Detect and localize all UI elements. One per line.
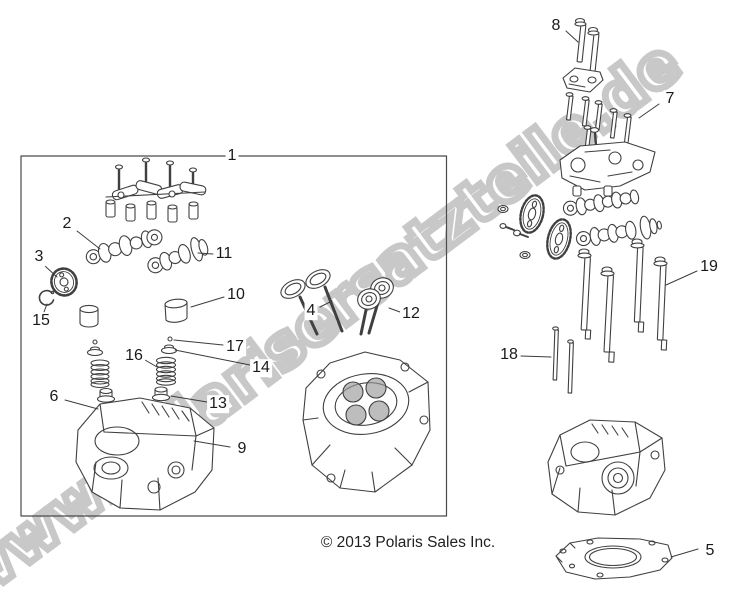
camshafts-pair xyxy=(562,189,662,247)
cylinder-head-chamber-view xyxy=(302,351,431,493)
callout-label-19: 19 xyxy=(698,258,720,276)
carrier-studs xyxy=(565,92,632,154)
cam-carrier-bracket xyxy=(562,67,604,93)
head-bolts-long xyxy=(577,238,668,363)
leader-line-15 xyxy=(43,303,48,313)
callout-label-4: 4 xyxy=(304,302,318,320)
rocker-arm-assembly xyxy=(105,157,207,223)
snap-ring xyxy=(38,289,55,306)
callout-label-13: 13 xyxy=(207,395,229,413)
callout-label-8: 8 xyxy=(549,17,563,35)
leader-line-2 xyxy=(76,230,101,250)
leader-line-4 xyxy=(319,300,333,308)
cylinder-head-bottom-view xyxy=(75,397,215,511)
callout-label-2: 2 xyxy=(60,215,74,233)
callout-label-9: 9 xyxy=(235,440,249,458)
leader-line-14 xyxy=(174,349,251,366)
leader-line-19 xyxy=(665,270,698,286)
leader-line-8 xyxy=(565,30,579,43)
head-studs xyxy=(552,326,574,394)
exhaust-valves xyxy=(357,277,394,336)
callout-label-17: 17 xyxy=(224,338,246,356)
valve-tappets xyxy=(79,298,188,328)
callout-label-5: 5 xyxy=(703,542,717,560)
leader-line-6 xyxy=(64,399,99,410)
callout-label-14: 14 xyxy=(250,359,272,377)
callout-label-18: 18 xyxy=(498,346,520,364)
leader-line-5 xyxy=(670,548,699,558)
leader-line-11 xyxy=(197,252,214,255)
leader-line-9 xyxy=(193,440,231,448)
leader-line-10 xyxy=(190,296,225,308)
callout-label-1: 1 xyxy=(225,147,239,165)
leader-line-18 xyxy=(520,355,552,358)
leader-line-12 xyxy=(388,307,401,313)
callout-label-16: 16 xyxy=(123,347,145,365)
callout-label-3: 3 xyxy=(32,248,46,266)
camshaft-rear xyxy=(147,237,209,274)
cylinder-head-assembled-view xyxy=(547,419,666,516)
callout-label-6: 6 xyxy=(47,388,61,406)
camshaft-front xyxy=(85,229,163,265)
leader-line-3 xyxy=(44,265,58,278)
callout-label-15: 15 xyxy=(30,312,52,330)
copyright-text: © 2013 Polaris Sales Inc. xyxy=(320,534,496,551)
callout-label-10: 10 xyxy=(225,286,247,304)
leader-lines xyxy=(43,30,699,558)
callout-label-11: 11 xyxy=(213,245,235,263)
leader-line-13 xyxy=(170,395,208,403)
valve-stem-seals xyxy=(96,386,171,403)
bracket-bolts xyxy=(574,17,600,74)
cam-sprocket xyxy=(50,267,78,297)
cam-carrier-assembly xyxy=(559,127,656,197)
cam-sprockets xyxy=(519,194,572,260)
leader-line-16 xyxy=(144,359,158,368)
leader-line-7 xyxy=(638,103,660,119)
leader-line-17 xyxy=(173,339,224,346)
callout-label-7: 7 xyxy=(663,90,677,108)
head-gasket xyxy=(555,537,673,580)
callout-label-12: 12 xyxy=(400,305,422,323)
sprocket-hardware xyxy=(497,204,531,260)
valve-springs xyxy=(90,356,177,389)
